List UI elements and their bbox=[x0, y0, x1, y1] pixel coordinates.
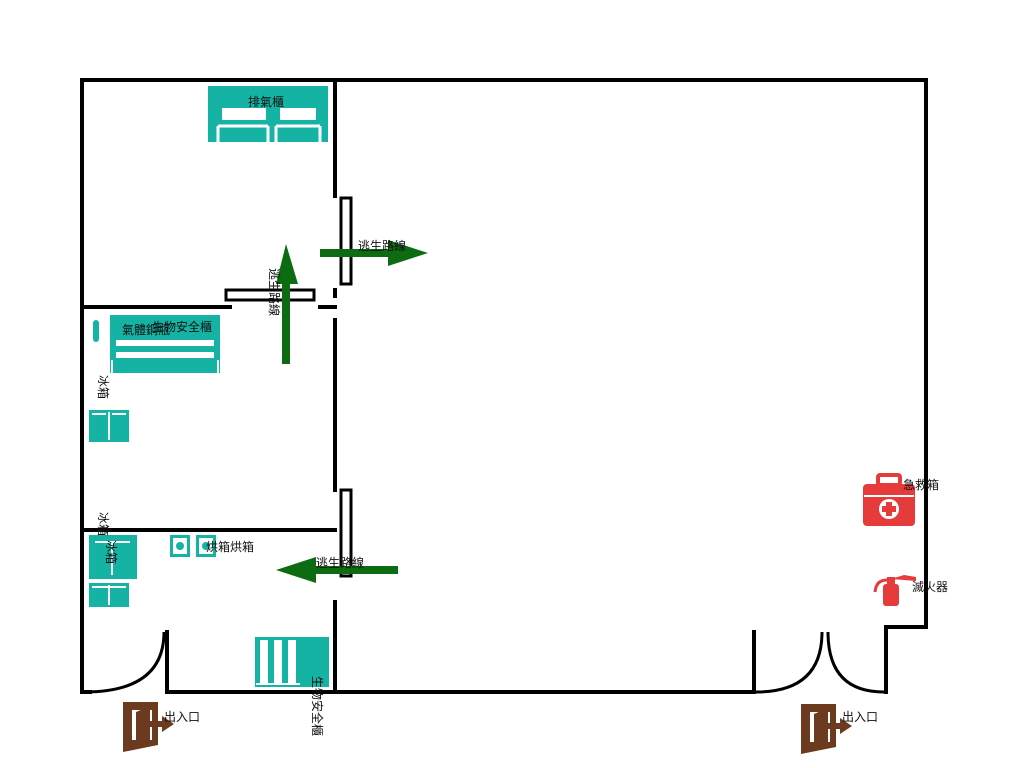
exit-door-icon-right bbox=[801, 704, 852, 754]
fume-hood-label: 排氣櫃 bbox=[248, 95, 284, 109]
fridge-upper-label: 冰箱 bbox=[96, 375, 111, 399]
escape-route-lower-label: 逃生路線 bbox=[316, 555, 364, 570]
entrance-right-label: 出入口 bbox=[842, 710, 878, 724]
door-panel-horizontal bbox=[224, 288, 316, 302]
walls bbox=[80, 78, 928, 694]
fire-extinguisher-label: 滅火器 bbox=[912, 580, 948, 594]
door-swing-right-a bbox=[755, 631, 824, 694]
door-panel-lower bbox=[339, 488, 353, 578]
door-panel-upper bbox=[339, 196, 353, 286]
oven-incubator-label: 烘箱烘箱 bbox=[206, 539, 254, 554]
fume-hood bbox=[208, 86, 328, 142]
fridge-lower-label: 冰箱 bbox=[104, 540, 119, 564]
gas-cylinder-cabinet bbox=[93, 315, 220, 373]
oven-incubator bbox=[170, 535, 216, 557]
door-swing-right-b bbox=[826, 631, 885, 694]
first-aid-kit-icon bbox=[863, 473, 915, 526]
escape-route-vertical-label: 逃生路線 bbox=[267, 268, 282, 316]
fridge-upper bbox=[89, 410, 129, 442]
entrance-door-swings bbox=[83, 631, 885, 694]
entrance-left-label: 出入口 bbox=[164, 710, 200, 724]
biosafety-cabinet-bottom bbox=[255, 637, 329, 687]
escape-arrow-right bbox=[320, 240, 428, 266]
fire-extinguisher-icon bbox=[873, 575, 916, 606]
biosafety-cabinet-upper-label: 生物安全櫃 bbox=[152, 319, 212, 334]
gas-cylinder-label: 氣體鋼瓶 bbox=[122, 323, 170, 337]
escape-arrow-left bbox=[276, 557, 398, 583]
fridge-lower bbox=[89, 535, 137, 607]
first-aid-kit-label: 急救箱 bbox=[903, 477, 939, 492]
lower-left-device-label: 冰箱 bbox=[96, 512, 111, 536]
escape-arrow-up bbox=[276, 244, 298, 364]
escape-route-right-label: 逃生路線 bbox=[358, 238, 406, 253]
door-swing-left bbox=[83, 631, 166, 694]
biosafety-cabinet-bottom-label: 生物安全櫃 bbox=[310, 676, 325, 736]
door-panels bbox=[224, 196, 353, 578]
exit-door-icon-left bbox=[123, 702, 174, 752]
